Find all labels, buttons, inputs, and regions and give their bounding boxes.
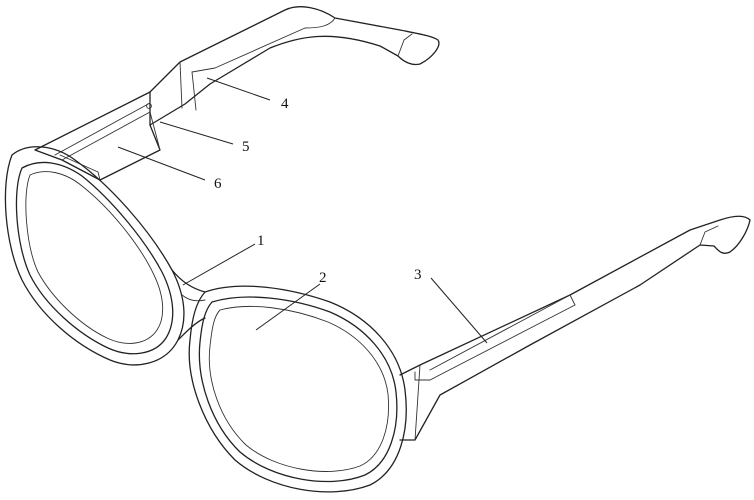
leader-lines bbox=[117, 77, 488, 344]
ref-label-4: 4 bbox=[281, 96, 289, 112]
ref-label-3: 3 bbox=[414, 267, 422, 283]
leader-5 bbox=[159, 121, 234, 145]
brow-bar bbox=[34, 91, 161, 181]
far-temple-arm bbox=[149, 6, 440, 126]
reference-numerals: 1 2 3 4 5 6 bbox=[214, 96, 422, 286]
leader-2 bbox=[255, 283, 321, 331]
left-lens-frame bbox=[4, 146, 185, 366]
ref-label-1: 1 bbox=[257, 233, 265, 249]
leader-4 bbox=[206, 77, 271, 101]
leader-1 bbox=[182, 243, 256, 286]
near-temple-arm bbox=[399, 215, 751, 441]
leader-3 bbox=[430, 277, 488, 344]
leader-6 bbox=[117, 146, 206, 181]
camera-lens-icon bbox=[146, 103, 152, 109]
ref-label-2: 2 bbox=[319, 270, 327, 286]
ref-label-5: 5 bbox=[242, 139, 250, 155]
ref-label-6: 6 bbox=[214, 176, 222, 192]
right-lens-frame bbox=[188, 285, 407, 493]
